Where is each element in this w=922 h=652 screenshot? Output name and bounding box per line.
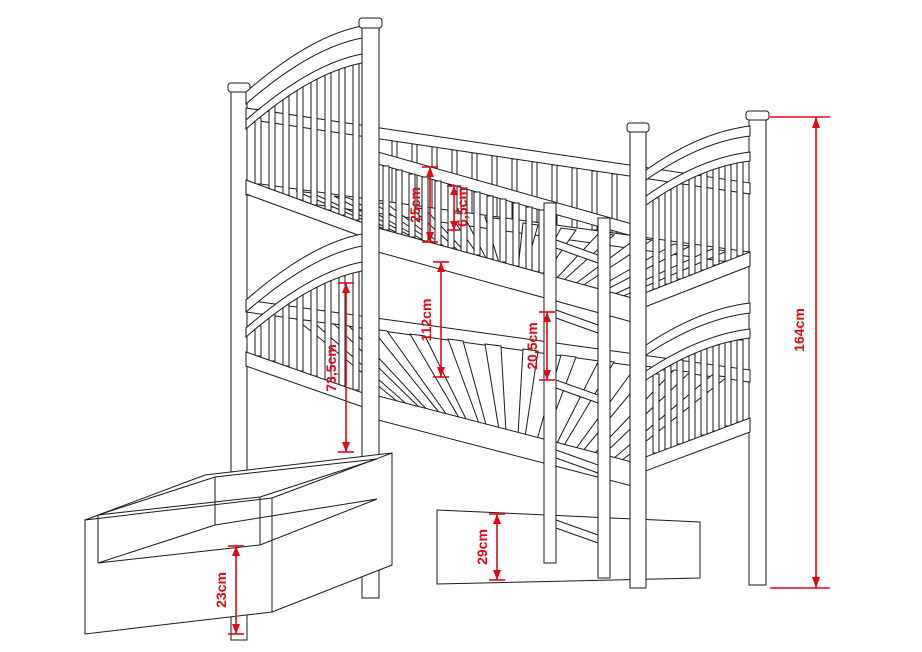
front-near-post-cap	[358, 17, 383, 29]
far-upper-arch-rail	[645, 125, 751, 181]
arrow-down-icon	[543, 370, 551, 380]
dimension-label: 6,5cm	[454, 187, 470, 227]
dimension-label: 23cm	[213, 572, 229, 608]
near-end-panels	[245, 25, 367, 409]
dimension-lower-end-panel-height: 73,5cm	[323, 282, 354, 453]
arrow-up-icon	[450, 186, 458, 195]
dimension-upper-guardrail-height: 25cm	[407, 166, 438, 243]
ladder-rung	[555, 309, 599, 334]
dimension-storage-drawer-height: 23cm	[213, 545, 244, 635]
ladder	[543, 202, 611, 579]
back-right-post	[748, 117, 767, 586]
arrow-down-icon	[493, 570, 501, 580]
dimension-label: 25cm	[407, 187, 423, 223]
pullout-drawer-inner-rim	[97, 458, 378, 516]
dimension-label: 73,5cm	[323, 344, 339, 391]
arrow-up-icon	[232, 546, 240, 556]
ladder-rung	[555, 449, 599, 474]
arrow-up-icon	[437, 262, 445, 272]
arrow-up-icon	[543, 312, 551, 322]
pullout-drawer-inner-floor	[97, 498, 378, 564]
dimension-total-bed-height: 164cm	[770, 116, 830, 589]
dimension-underbed-drawer-front-height: 29cm	[474, 513, 505, 581]
dimension-label: 112cm	[418, 299, 434, 342]
arrow-down-icon	[426, 232, 434, 242]
dimension-label: 29cm	[474, 529, 490, 565]
far-upper-arch-rail2	[645, 151, 751, 206]
dimension-label: 20,5cm	[524, 322, 540, 369]
ladder-rung	[555, 239, 599, 264]
ladder-rung	[555, 519, 599, 544]
arrow-up-icon	[812, 117, 820, 128]
dimension-upper-rail-thickness: 6,5cm	[447, 185, 470, 231]
dimensions: 25cm 6,5cm 112cm 73,5cm	[213, 116, 830, 635]
dimension-label: 164cm	[791, 308, 807, 352]
ladder-right-stile	[597, 217, 611, 579]
back-left-post-cap	[227, 82, 251, 93]
arrow-down-icon	[437, 367, 445, 377]
far-lower-arch-rail	[645, 302, 751, 356]
arrow-down-icon	[342, 442, 350, 452]
far-lower-arch-rail2	[645, 328, 751, 381]
arrow-up-icon	[493, 514, 501, 524]
arrow-up-icon	[342, 283, 350, 293]
pullout-drawer-front-top-edge	[84, 497, 273, 521]
pullout-drawer	[84, 452, 393, 635]
arrow-down-icon	[812, 577, 820, 588]
pullout-drawer-body	[84, 452, 393, 635]
arrow-up-icon	[426, 167, 434, 177]
ladder-rung	[555, 379, 599, 404]
front-far-post-cap	[626, 122, 650, 133]
back-right-post-cap	[745, 110, 770, 121]
arrow-down-icon	[450, 221, 458, 230]
ladder-left-stile	[543, 202, 557, 564]
dimension-bunk-clearance-height: 112cm	[418, 261, 449, 378]
arrow-down-icon	[232, 624, 240, 634]
front-far-post	[629, 129, 647, 589]
dimension-ladder-rung-spacing: 20,5cm	[524, 311, 555, 381]
